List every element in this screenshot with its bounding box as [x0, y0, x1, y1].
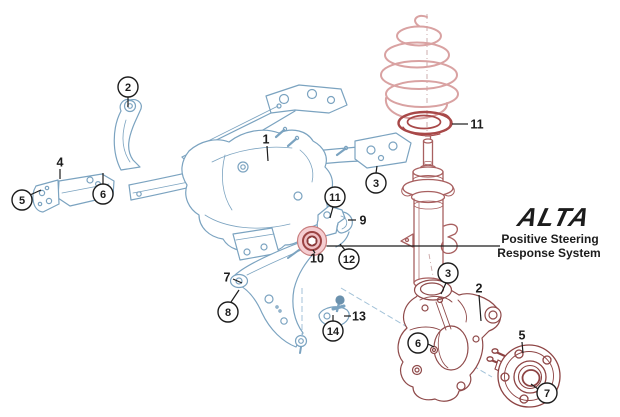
callout-leader-7	[232, 278, 243, 284]
callout-number-4: 4	[57, 155, 64, 169]
callout-number-7: 7	[224, 270, 231, 284]
callout-leader-12	[339, 243, 346, 251]
callout-number-13: 13	[352, 309, 366, 323]
alta-logo: ALTA Positive Steering Response System	[497, 202, 600, 260]
callout-number-2: 2	[125, 82, 131, 94]
callout-leader-8	[230, 289, 240, 303]
callout-circle-2	[117, 76, 139, 98]
bushing-nut	[307, 235, 317, 247]
callout-leader-11	[329, 206, 334, 219]
callout-circle-3	[365, 172, 387, 194]
ball-joint-illustration	[318, 295, 350, 327]
bushing-highlight	[296, 225, 328, 257]
ball-stud	[335, 295, 345, 305]
callout-number-3: 3	[373, 178, 379, 190]
brand-tagline-line2: Response System	[497, 246, 600, 260]
callout-number-3: 3	[445, 268, 451, 280]
callout-leader-3	[375, 165, 378, 174]
callout-circle-14	[322, 320, 344, 342]
callout-leader-6	[427, 343, 435, 348]
callout-leader-2	[478, 294, 482, 322]
callout-circle-6	[92, 183, 114, 205]
knuckle-illustration	[397, 279, 502, 402]
callout-number-10: 10	[310, 251, 324, 265]
callout-number-6: 6	[100, 189, 106, 201]
brand-wordmark: ALTA	[514, 202, 594, 232]
callout-number-8: 8	[225, 307, 231, 319]
callout-number-5: 5	[519, 328, 526, 342]
callout-number-7: 7	[544, 388, 550, 400]
callout-circle-5	[11, 189, 33, 211]
callout-circle-3	[437, 262, 459, 284]
callout-number-11: 11	[329, 192, 341, 204]
callout-number-12: 12	[343, 254, 355, 266]
callout-circle-8	[217, 301, 239, 323]
callout-leader-5	[521, 341, 524, 354]
callout-circle-11	[324, 186, 346, 208]
callout-circle-12	[338, 248, 360, 270]
callout-number-1: 1	[263, 132, 270, 146]
coil-spring-illustration	[380, 14, 459, 120]
callout-leader-7	[530, 383, 539, 390]
callout-number-14: 14	[327, 326, 340, 338]
callout-circle-7	[536, 382, 558, 404]
callout-number-6: 6	[415, 338, 421, 350]
subframe-illustration	[32, 84, 412, 261]
callout-number-2: 2	[476, 281, 483, 295]
callout-number-9: 9	[360, 213, 367, 227]
callout-leader-3	[440, 282, 447, 295]
brand-tagline-line1: Positive Steering	[501, 232, 598, 246]
callout-number-5: 5	[19, 195, 25, 207]
callout-number-11: 11	[470, 117, 483, 131]
spring-seat-illustration	[397, 110, 453, 137]
callout-circle-6	[407, 332, 429, 354]
callout-leader-5	[29, 189, 42, 196]
callout-leader-10	[312, 249, 316, 254]
callout-leader-1	[266, 145, 269, 162]
